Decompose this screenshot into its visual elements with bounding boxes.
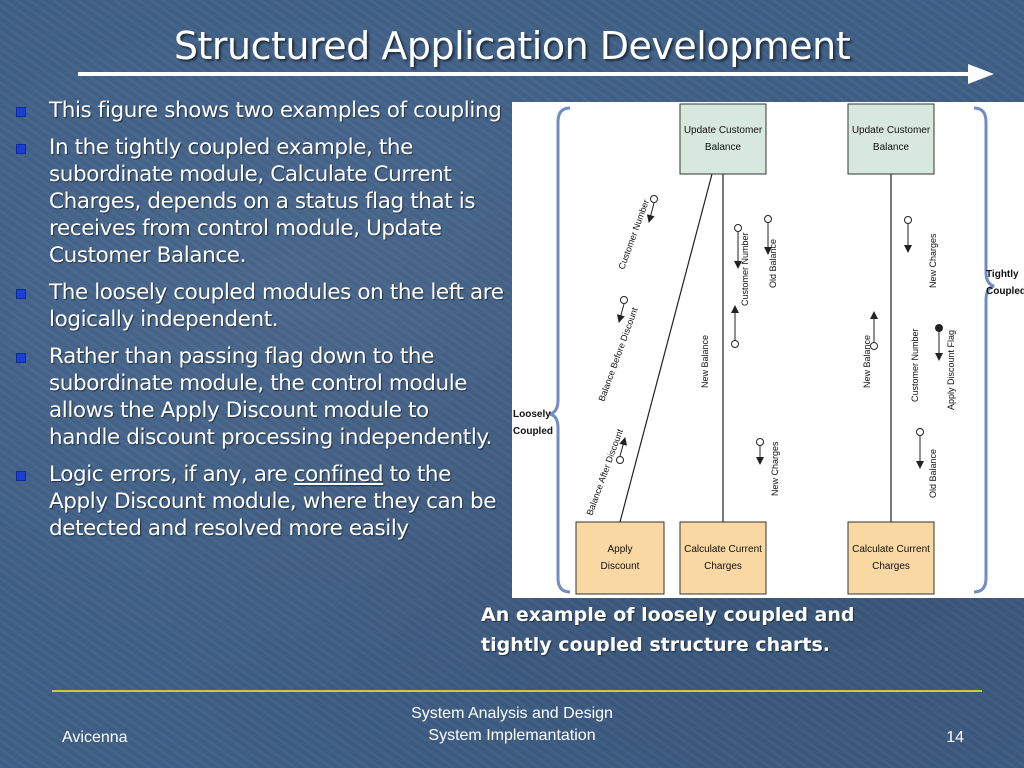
flow-label-customer-number: Customer Number	[616, 198, 651, 271]
page-number: 14	[946, 729, 964, 746]
bullet-list: This figure shows two examples of coupli…	[16, 97, 506, 552]
svg-text:Update Customer: Update Customer	[684, 125, 763, 136]
flow-label-balance-before-discount: Balance Before Discount	[596, 306, 639, 403]
footer-author: Avicenna	[62, 729, 128, 746]
footer-divider	[52, 690, 982, 692]
flow-label-old-balance: Old Balance	[928, 449, 938, 498]
bullet-item: Logic errors, if any, are confined to th…	[16, 461, 506, 542]
loosely-coupled-bracket	[549, 106, 571, 594]
bullet-item: In the tightly coupled example, the subo…	[16, 134, 506, 269]
bullet-square-icon	[16, 144, 26, 154]
figure-caption: An example of loosely coupled and tightl…	[481, 604, 855, 656]
svg-text:Balance: Balance	[705, 142, 742, 153]
flow-label-apply-discount-flag: Apply Discount Flag	[946, 330, 956, 410]
footer-course: System Analysis and Design System Implem…	[411, 705, 613, 744]
coupling-diagram: Loosely Coupled Tightly Coupled Update C…	[512, 102, 1024, 598]
flow-label-new-balance: New Balance	[700, 335, 710, 388]
loosely-coupled-label: Loosely	[513, 409, 551, 420]
loose-calculate-current-charges-box	[679, 521, 767, 595]
svg-text:Calculate Current: Calculate Current	[684, 544, 762, 555]
tight-update-customer-balance-box	[847, 103, 935, 175]
bullet-square-icon	[16, 107, 26, 117]
svg-text:Discount: Discount	[601, 561, 640, 572]
svg-text:Update Customer: Update Customer	[852, 125, 931, 136]
flow-label-customer-number: Customer Number	[740, 232, 750, 306]
tightly-coupled-label: Coupled	[986, 286, 1024, 297]
flow-label-customer-number: Customer Number	[910, 328, 920, 402]
underlined-word: confined	[293, 462, 384, 487]
svg-text:Balance: Balance	[873, 142, 910, 153]
flow-label-balance-after-discount: Balance After Discount	[584, 427, 625, 516]
connector-line	[619, 173, 713, 523]
slide-title: Structured Application Development	[173, 24, 851, 68]
bullet-item: The loosely coupled modules on the left …	[16, 279, 506, 333]
flow-label-new-charges: New Charges	[928, 233, 938, 288]
bullet-item: This figure shows two examples of coupli…	[16, 97, 506, 124]
flow-label-new-charges: New Charges	[770, 441, 780, 496]
bullet-item: Rather than passing flag down to the sub…	[16, 343, 506, 451]
svg-text:Charges: Charges	[872, 561, 910, 572]
bullet-square-icon	[16, 289, 26, 299]
loosely-coupled-label: Coupled	[513, 426, 553, 437]
apply-discount-box	[575, 521, 665, 595]
flow-label-new-balance: New Balance	[862, 335, 872, 388]
tightly-coupled-bracket	[973, 106, 995, 594]
bullet-square-icon	[16, 353, 26, 363]
svg-text:Calculate Current: Calculate Current	[852, 544, 930, 555]
tightly-coupled-label: Tightly	[986, 269, 1019, 280]
tight-calculate-current-charges-box	[847, 521, 935, 595]
loose-update-customer-balance-box	[679, 103, 767, 175]
svg-text:Apply: Apply	[607, 544, 632, 555]
flow-label-old-balance: Old Balance	[768, 239, 778, 288]
svg-text:Charges: Charges	[704, 561, 742, 572]
title-arrow-rule	[78, 64, 994, 84]
bullet-square-icon	[16, 471, 26, 481]
